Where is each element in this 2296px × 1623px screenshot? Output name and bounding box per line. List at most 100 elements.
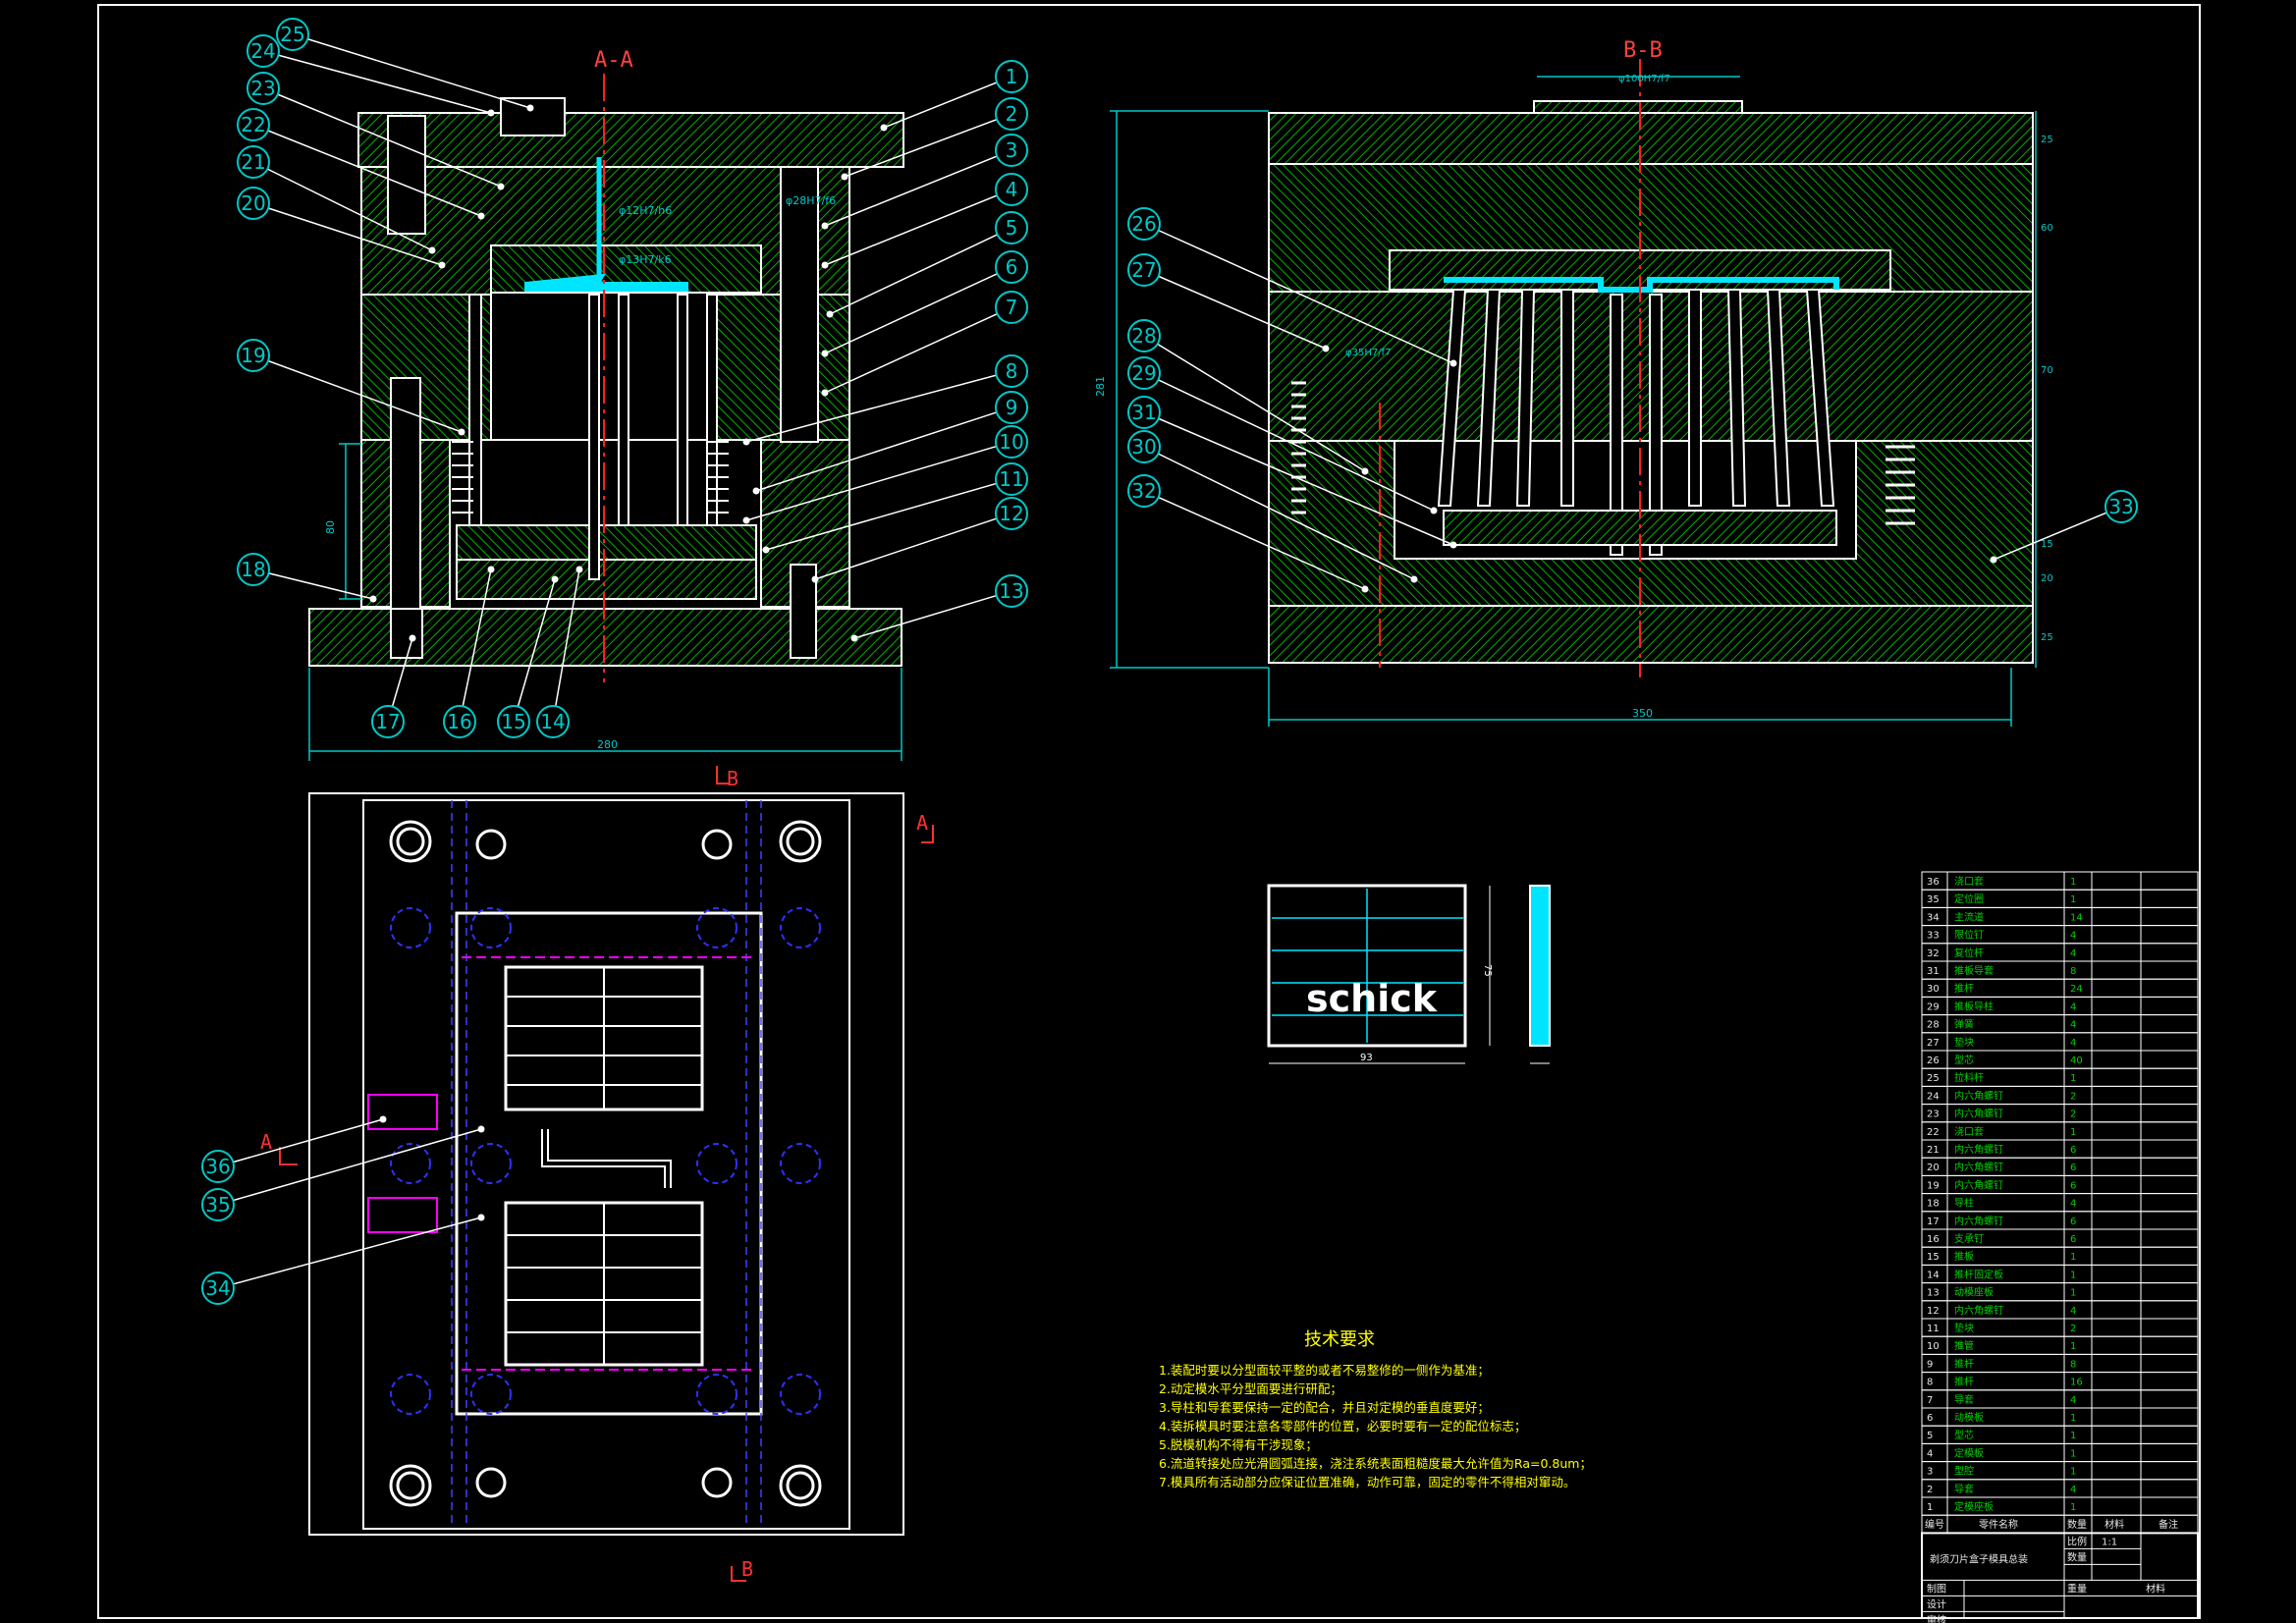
balloon-label: 8 xyxy=(1006,359,1018,383)
svg-text:4: 4 xyxy=(1927,1448,1933,1459)
svg-text:弹簧: 弹簧 xyxy=(1954,1018,1974,1031)
plan-marker-ticks xyxy=(279,766,934,1582)
svg-text:数量: 数量 xyxy=(2067,1518,2087,1531)
svg-text:14: 14 xyxy=(1927,1270,1940,1280)
svg-text:2: 2 xyxy=(2070,1324,2076,1334)
svg-text:32: 32 xyxy=(1927,948,1940,959)
balloon-label: 26 xyxy=(1131,212,1156,236)
svg-text:8: 8 xyxy=(2070,966,2076,977)
balloon-label: 16 xyxy=(447,710,471,733)
svg-text:2: 2 xyxy=(2070,1109,2076,1120)
svg-text:23: 23 xyxy=(1927,1109,1940,1120)
balloon-7: 7 xyxy=(821,291,1028,397)
svg-text:9: 9 xyxy=(1927,1359,1933,1370)
svg-text:6: 6 xyxy=(2070,1217,2076,1227)
balloon-label: 14 xyxy=(540,710,565,733)
fit-note-bb-top: φ100H7/f7 xyxy=(1618,74,1670,84)
svg-text:内六角螺钉: 内六角螺钉 xyxy=(1954,1108,2003,1120)
svg-text:31: 31 xyxy=(1927,966,1940,977)
svg-text:25: 25 xyxy=(2041,135,2053,145)
svg-text:B: B xyxy=(727,767,738,790)
svg-text:浇口套: 浇口套 xyxy=(1954,1125,1984,1138)
balloon-label: 6 xyxy=(1006,255,1018,279)
svg-text:导套: 导套 xyxy=(1954,1393,1974,1406)
balloon-label: 21 xyxy=(241,150,265,174)
svg-text:材料: 材料 xyxy=(2105,1518,2124,1531)
svg-text:型芯: 型芯 xyxy=(1954,1054,1974,1066)
balloon-6: 6 xyxy=(821,250,1028,357)
svg-text:4: 4 xyxy=(2070,1001,2076,1012)
svg-text:4: 4 xyxy=(2070,948,2076,959)
svg-text:1: 1 xyxy=(2070,1073,2076,1084)
svg-text:1: 1 xyxy=(2070,1127,2076,1138)
svg-text:16: 16 xyxy=(1927,1234,1940,1245)
svg-text:限位钉: 限位钉 xyxy=(1954,929,1984,942)
plan-cavity-cells xyxy=(506,967,702,1365)
svg-text:拉料杆: 拉料杆 xyxy=(1954,1071,1984,1084)
svg-text:36: 36 xyxy=(1927,877,1940,888)
balloon-label: 32 xyxy=(1131,479,1156,503)
svg-text:4: 4 xyxy=(2070,1020,2076,1031)
balloon-label: 12 xyxy=(999,502,1023,525)
svg-text:6: 6 xyxy=(2070,1234,2076,1245)
svg-text:动模板: 动模板 xyxy=(1954,1411,1984,1424)
dimension-lines-bb xyxy=(1110,76,2037,727)
cores-bb xyxy=(1437,289,1835,556)
svg-text:30: 30 xyxy=(1927,984,1940,995)
logo-schick: schick xyxy=(1306,977,1438,1020)
balloon-15: 15 xyxy=(497,575,559,738)
svg-text:1: 1 xyxy=(2070,1502,2076,1513)
balloon-label: 10 xyxy=(999,430,1023,454)
balloon-label: 28 xyxy=(1131,324,1156,348)
svg-text:A: A xyxy=(260,1130,272,1154)
svg-text:重量: 重量 xyxy=(2067,1582,2087,1595)
svg-text:推板导柱: 推板导柱 xyxy=(1954,1000,1994,1012)
balloon-17: 17 xyxy=(371,634,416,738)
svg-text:21: 21 xyxy=(1927,1145,1940,1156)
springs-aa xyxy=(452,441,729,514)
svg-text:内六角螺钉: 内六角螺钉 xyxy=(1954,1161,2003,1173)
tech-req-title: 技术要求 xyxy=(1304,1329,1375,1350)
svg-text:推杆: 推杆 xyxy=(1954,1376,1974,1388)
balloon-label: 13 xyxy=(999,579,1023,603)
svg-text:20: 20 xyxy=(2041,573,2053,584)
balloon-16: 16 xyxy=(443,566,495,738)
tech-req-item-5: 5.脱模机构不得有干涉现象； xyxy=(1159,1437,1318,1452)
svg-text:8: 8 xyxy=(1927,1378,1933,1388)
balloon-label: 27 xyxy=(1131,258,1156,282)
balloon-1: 1 xyxy=(880,60,1028,132)
svg-text:复位杆: 复位杆 xyxy=(1954,947,1984,959)
svg-text:29: 29 xyxy=(1927,1001,1940,1012)
svg-text:1: 1 xyxy=(2070,877,2076,888)
svg-text:内六角螺钉: 内六角螺钉 xyxy=(1954,1178,2003,1191)
svg-text:17: 17 xyxy=(1927,1217,1940,1227)
balloon-32: 32 xyxy=(1127,474,1369,593)
tech-req-item-1: 1.装配时要以分型面较平整的或者不易整修的一侧作为基准； xyxy=(1159,1363,1490,1378)
core-insert xyxy=(490,292,713,441)
balloon-label: 24 xyxy=(250,39,275,63)
svg-text:5: 5 xyxy=(1927,1431,1933,1441)
balloon-33: 33 xyxy=(1990,490,2138,564)
balloon-label: 34 xyxy=(205,1276,230,1300)
balloon-label: 11 xyxy=(999,467,1023,491)
balloon-22: 22 xyxy=(237,108,485,220)
svg-text:导柱: 导柱 xyxy=(1954,1197,1974,1210)
top-clamp-plate-bb xyxy=(1268,112,2034,165)
plan-magenta-features xyxy=(367,956,756,1371)
balloon-23: 23 xyxy=(246,72,505,190)
